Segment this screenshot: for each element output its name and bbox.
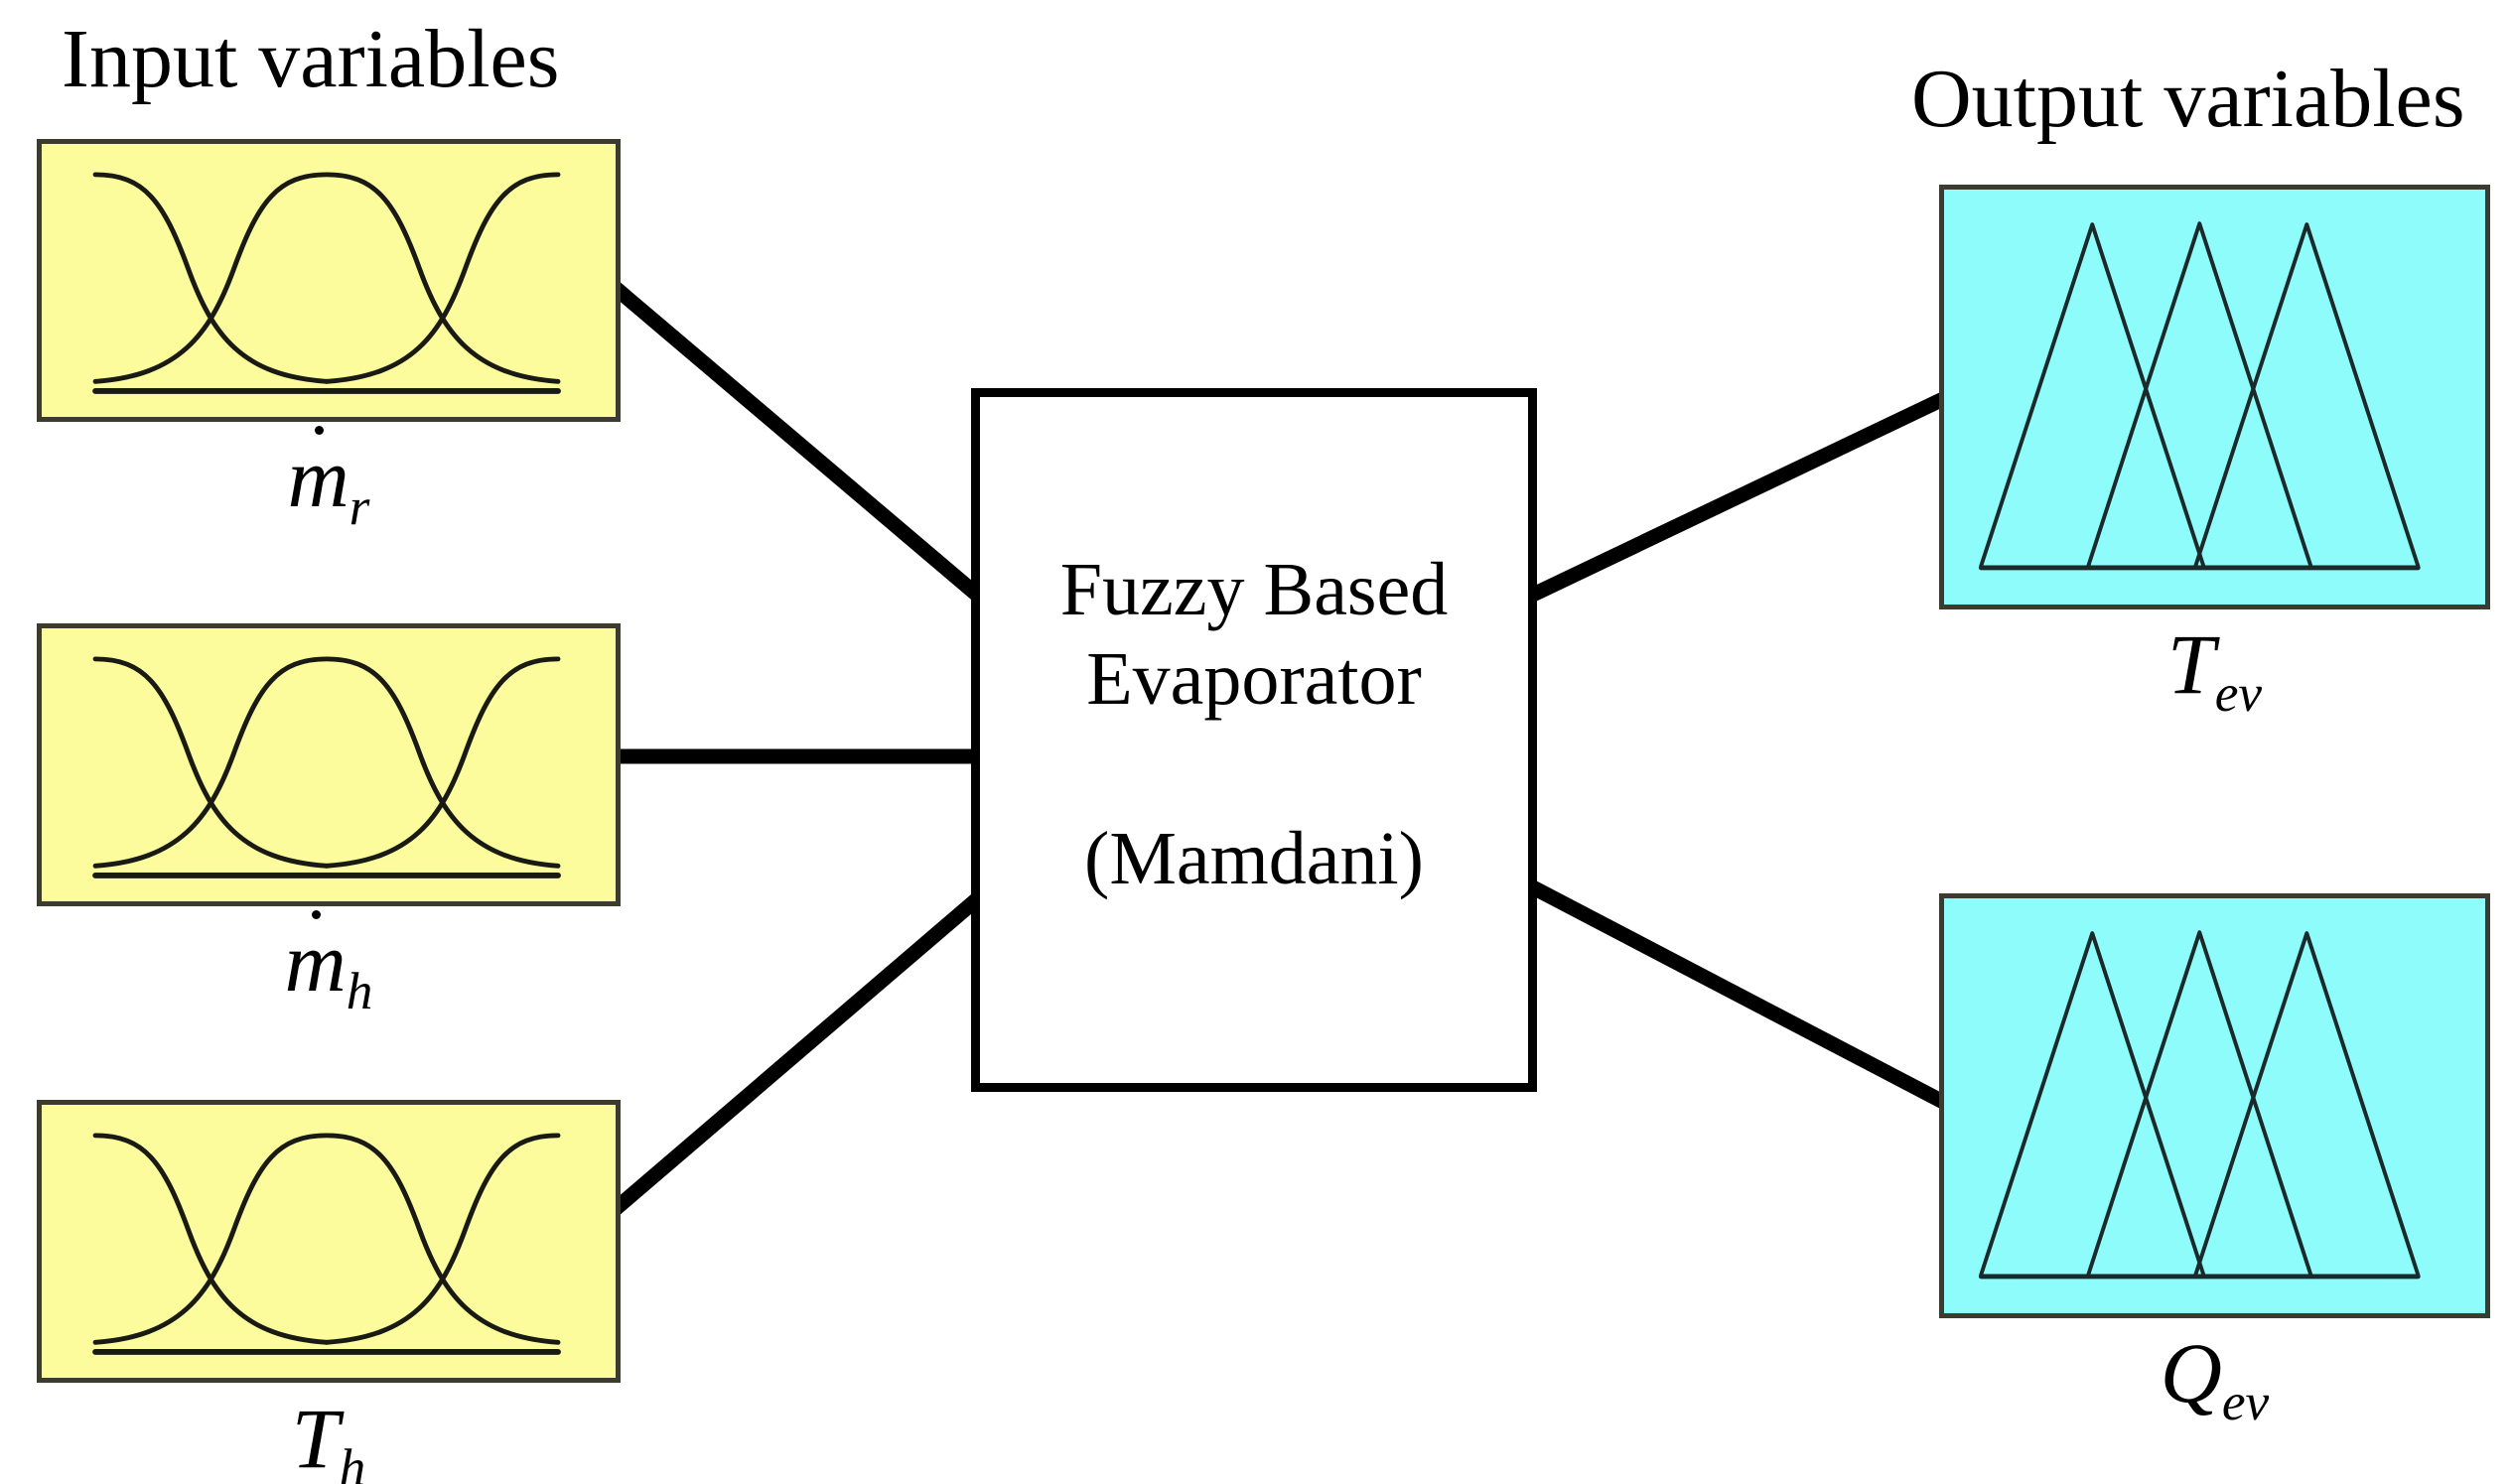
mf-curve-bell-center [92,172,561,384]
mf-curve-s-ascending [324,1133,561,1345]
label-sub-mh: h [346,961,373,1021]
mf-triangle-right [2193,931,2421,1277]
connector-mr-to-engine [599,272,983,602]
mf-curve-s-ascending [324,656,561,869]
connector-engine-to-tev [1527,392,1947,603]
engine-title-line1: Fuzzy Based [1059,548,1449,631]
input-variable-label-mr: mr [37,426,621,537]
fuzzy-engine-box[interactable]: Fuzzy Based Evaporator (Mamdani) [971,388,1537,1092]
output-variable-block-tev: Tev [1939,185,2490,720]
mf-curve-z-descending [92,172,330,384]
membership-plot-mh [37,623,621,906]
input-variable-label-mh: mh [37,910,621,1021]
input-variable-block-th: Th [37,1100,621,1484]
input-variable-block-mr: mr [37,139,621,533]
input-variable-block-mh: mh [37,623,621,1017]
output-variable-block-qev: Qev [1939,893,2490,1428]
label-sub-th: h [339,1437,366,1484]
label-sub-qev: ev [2221,1372,2270,1432]
label-sub-tev: ev [2214,663,2263,724]
label-main-mh: m [284,910,347,1010]
label-sub-mr: r [349,476,370,537]
mf-curve-bell-center [92,656,561,869]
mf-curve-z-descending [92,1133,330,1345]
mf-triangle-left [1979,931,2206,1277]
membership-plot-th [37,1100,621,1383]
mf-curve-bell-center [92,1133,561,1345]
label-main-tev: T [2166,616,2215,712]
connector-th-to-engine [599,892,983,1225]
mf-triangle-left [1979,222,2206,568]
membership-plot-tev [1939,185,2490,609]
mf-triangle-center [2086,930,2313,1277]
membership-plot-qev [1939,893,2490,1318]
mf-triangle-right [2193,222,2421,568]
membership-plot-mr [37,139,621,422]
output-variable-label-tev: Tev [1939,621,2490,721]
input-variables-title: Input variables [62,13,560,105]
output-variables-title: Output variables [1911,53,2465,145]
engine-title-line2: Evaporator [1086,636,1422,721]
label-main-mr: m [287,426,349,525]
label-main-qev: Q [2160,1325,2222,1420]
label-main-th: T [291,1391,340,1484]
mf-triangle-center [2086,221,2313,568]
mf-curve-z-descending [92,656,330,869]
engine-method-label: (Mamdani) [1084,817,1424,901]
input-variable-label-th: Th [37,1396,621,1484]
output-variable-label-qev: Qev [1939,1330,2490,1429]
connector-engine-to-qev [1527,879,1947,1109]
mf-curve-s-ascending [324,172,561,384]
